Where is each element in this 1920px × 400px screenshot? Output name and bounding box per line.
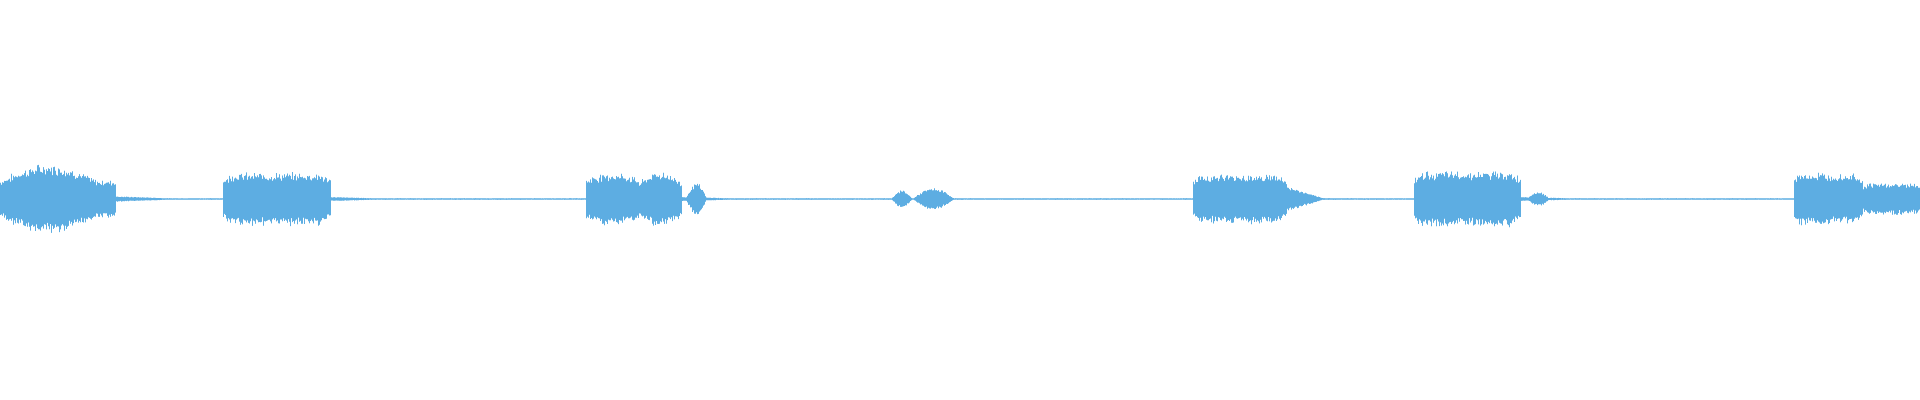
waveform-bars [0, 164, 1920, 233]
